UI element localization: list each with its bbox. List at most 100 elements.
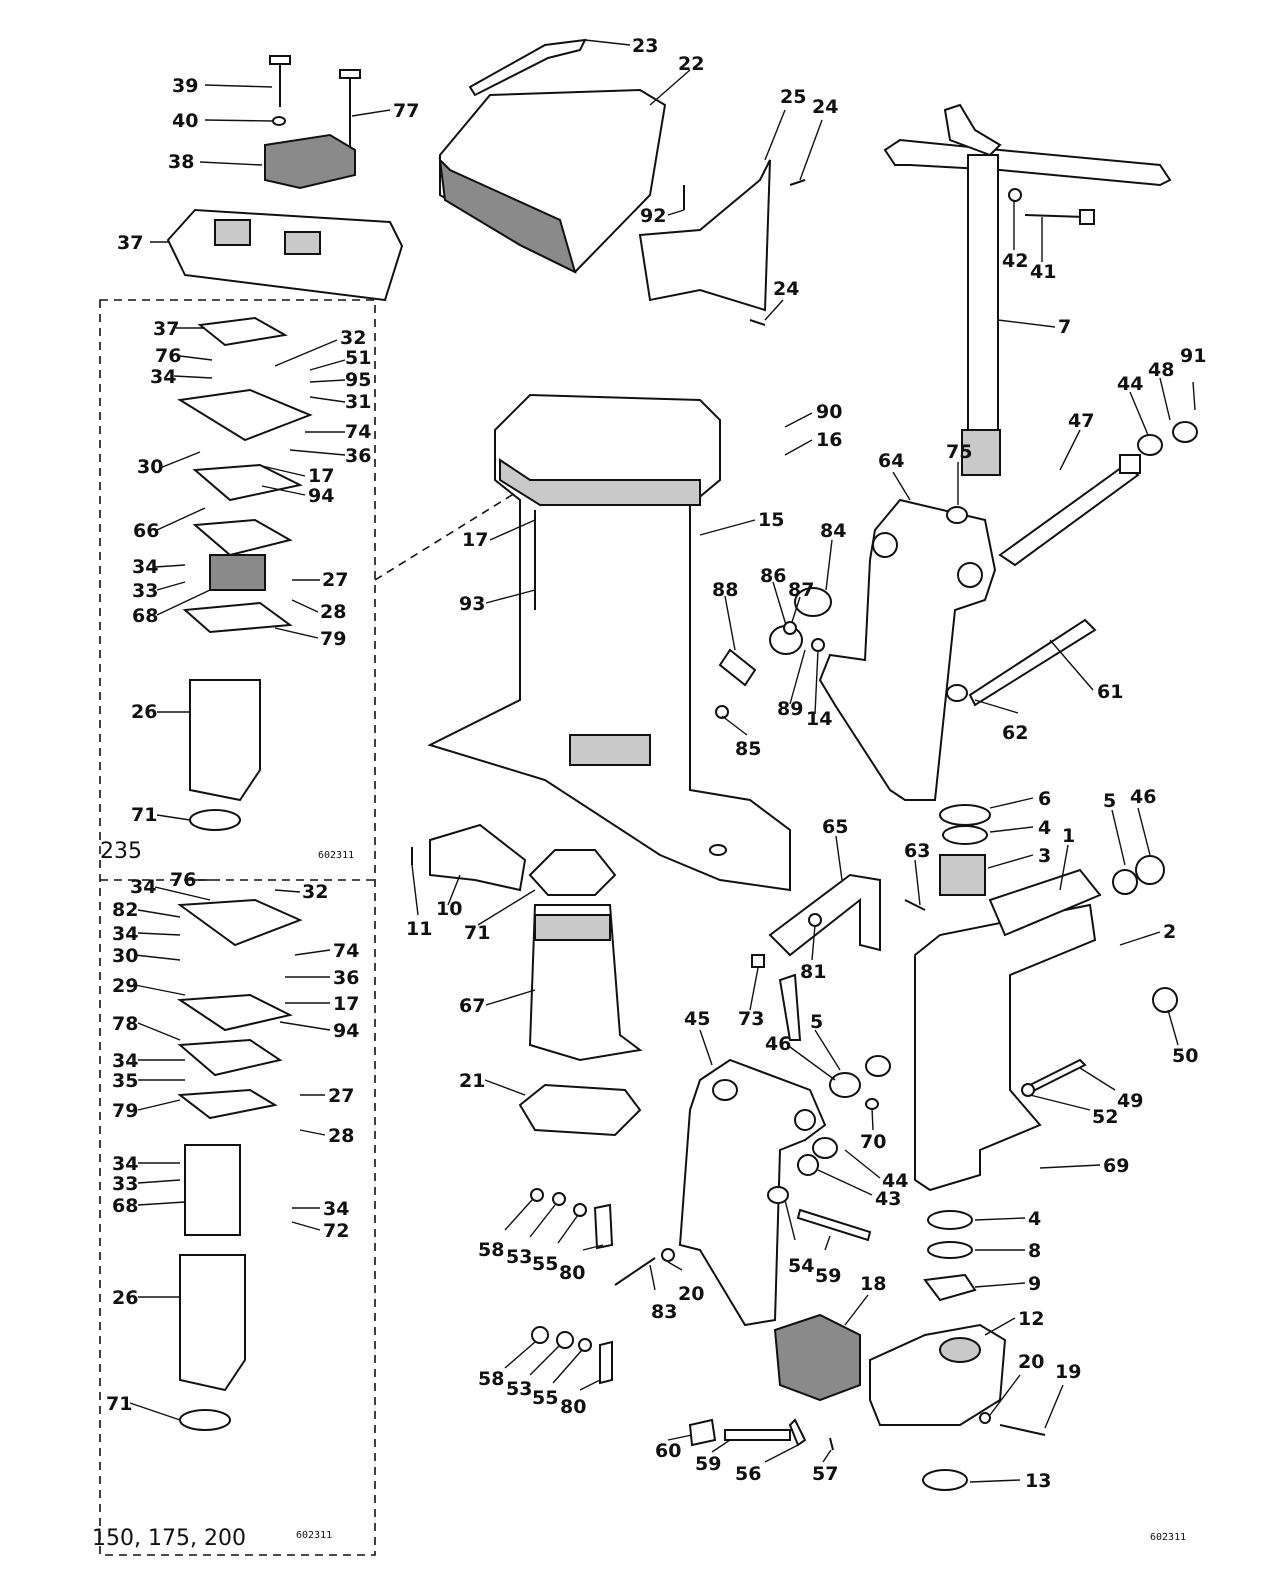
callout-94: 94 <box>333 1020 359 1042</box>
callout-90: 90 <box>816 401 842 423</box>
callout-12: 12 <box>1018 1308 1044 1330</box>
callout-71: 71 <box>106 1393 132 1415</box>
callout-17: 17 <box>308 465 334 487</box>
callout-79: 79 <box>112 1100 138 1122</box>
callout-36: 36 <box>333 967 359 989</box>
callout-32: 32 <box>302 881 328 903</box>
callout-60: 60 <box>655 1440 681 1462</box>
callout-15: 15 <box>758 509 784 531</box>
callout-74: 74 <box>345 421 371 443</box>
callout-62: 62 <box>1002 722 1028 744</box>
callout-78: 78 <box>112 1013 138 1035</box>
callout-28: 28 <box>320 601 346 623</box>
inset-code-upper: 602311 <box>318 850 354 861</box>
callout-27: 27 <box>322 569 348 591</box>
upper-inset-parts <box>177 316 313 831</box>
callout-46: 46 <box>1130 786 1156 808</box>
callout-48: 48 <box>1148 359 1174 381</box>
callout-80: 80 <box>559 1262 585 1284</box>
callout-71: 71 <box>464 922 490 944</box>
callout-77: 77 <box>393 100 419 122</box>
callout-88: 88 <box>712 579 738 601</box>
callout-19: 19 <box>1055 1361 1081 1383</box>
callout-11: 11 <box>406 918 432 940</box>
callout-67: 67 <box>459 995 485 1017</box>
exhaust-housing <box>427 393 791 892</box>
callout-55: 55 <box>532 1387 558 1409</box>
callout-65: 65 <box>822 816 848 838</box>
cover-plate <box>411 823 527 892</box>
callout-79: 79 <box>320 628 346 650</box>
callout-31: 31 <box>345 391 371 413</box>
callout-34: 34 <box>130 876 156 898</box>
callout-68: 68 <box>112 1195 138 1217</box>
callout-42: 42 <box>1002 250 1028 272</box>
callout-44: 44 <box>882 1170 908 1192</box>
callout-82: 82 <box>112 899 138 921</box>
callout-73: 73 <box>738 1008 764 1030</box>
callout-53: 53 <box>506 1378 532 1400</box>
cowl-parts <box>438 38 806 326</box>
callout-30: 30 <box>137 456 163 478</box>
callout-30: 30 <box>112 945 138 967</box>
callout-14: 14 <box>806 708 832 730</box>
callout-81: 81 <box>800 961 826 983</box>
callout-33: 33 <box>132 580 158 602</box>
callout-56: 56 <box>735 1463 761 1485</box>
callout-32: 32 <box>340 327 366 349</box>
callout-93: 93 <box>459 593 485 615</box>
callout-1: 1 <box>1062 825 1075 847</box>
inset-label-upper: 235 <box>100 839 142 864</box>
clamp-parts-mid <box>715 587 832 719</box>
callout-26: 26 <box>112 1287 138 1309</box>
callout-35: 35 <box>112 1070 138 1092</box>
callout-49: 49 <box>1117 1090 1143 1112</box>
callout-41: 41 <box>1030 261 1056 283</box>
callout-34: 34 <box>112 1050 138 1072</box>
inset-label-lower: 150, 175, 200 <box>92 1526 246 1551</box>
callout-71: 71 <box>131 804 157 826</box>
callout-52: 52 <box>1092 1106 1118 1128</box>
callout-28: 28 <box>328 1125 354 1147</box>
callout-55: 55 <box>532 1253 558 1275</box>
callout-50: 50 <box>1172 1045 1198 1067</box>
callout-91: 91 <box>1180 345 1206 367</box>
steering-arm <box>883 103 1172 476</box>
callout-85: 85 <box>735 738 761 760</box>
callout-69: 69 <box>1103 1155 1129 1177</box>
callout-63: 63 <box>904 840 930 862</box>
callout-8: 8 <box>1028 1240 1041 1262</box>
callout-13: 13 <box>1025 1470 1051 1492</box>
callout-64: 64 <box>878 450 904 472</box>
callout-46: 46 <box>765 1033 791 1055</box>
callout-17: 17 <box>333 993 359 1015</box>
callout-17: 17 <box>462 529 488 551</box>
callout-70: 70 <box>860 1131 886 1153</box>
callout-23: 23 <box>632 35 658 57</box>
callout-51: 51 <box>345 347 371 369</box>
callout-84: 84 <box>820 520 846 542</box>
exhaust-tube <box>518 849 643 1137</box>
callout-26: 26 <box>131 701 157 723</box>
callout-47: 47 <box>1068 410 1094 432</box>
callout-74: 74 <box>333 940 359 962</box>
callout-27: 27 <box>328 1085 354 1107</box>
callout-33: 33 <box>112 1173 138 1195</box>
callout-37: 37 <box>117 232 143 254</box>
callout-20: 20 <box>678 1283 704 1305</box>
callout-68: 68 <box>132 605 158 627</box>
callout-36: 36 <box>345 445 371 467</box>
callout-5: 5 <box>810 1011 823 1033</box>
callout-40: 40 <box>172 110 198 132</box>
callout-58: 58 <box>478 1368 504 1390</box>
callout-72: 72 <box>323 1220 349 1242</box>
drawing-code-main: 602311 <box>1150 1532 1186 1543</box>
callout-86: 86 <box>760 565 786 587</box>
leader-lines <box>129 39 1196 1483</box>
callout-45: 45 <box>684 1008 710 1030</box>
callout-5: 5 <box>1103 790 1116 812</box>
callout-20: 20 <box>1018 1351 1044 1373</box>
callout-34: 34 <box>150 366 176 388</box>
callout-29: 29 <box>112 975 138 997</box>
